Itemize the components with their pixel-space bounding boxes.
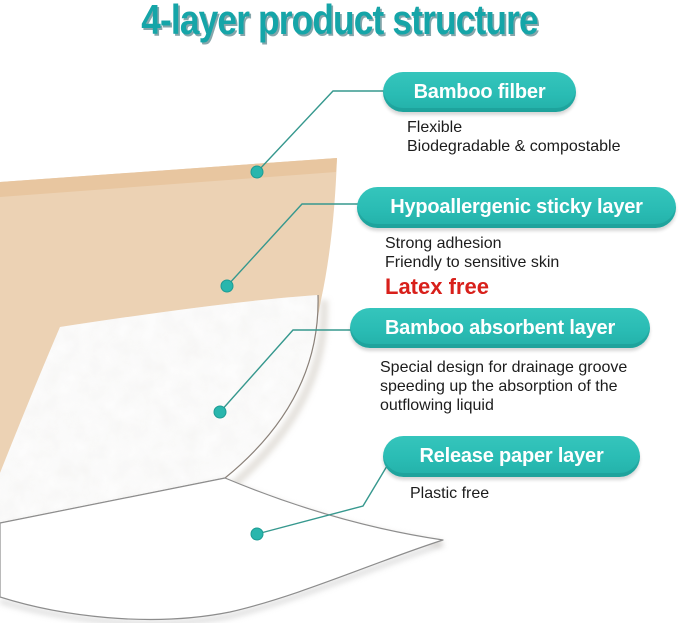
- description-line: outflowing liquid: [380, 397, 494, 414]
- absorbent-layer-right-edge: [224, 294, 319, 479]
- leader-line-sticky-layer: [226, 203, 360, 287]
- page-title: 4-layer product structure: [141, 0, 538, 43]
- release-paper-shape: [0, 477, 444, 621]
- description-line: Special design for drainage groove: [380, 359, 628, 376]
- leader-line-bamboo-fiber: [256, 90, 386, 173]
- latex-free-highlight: Latex free: [385, 274, 489, 299]
- callout-sticky-layer: Hypoallergenic sticky layer Strong adhes…: [357, 187, 676, 300]
- description-line: Friendly to sensitive skin: [385, 254, 560, 271]
- bamboo-fiber-label-pill: Bamboo filber: [383, 72, 576, 112]
- release-paper-label-pill: Release paper layer: [383, 436, 640, 477]
- sticky-layer-description: Strong adhesion Friendly to sensitive sk…: [385, 234, 676, 300]
- bamboo-fiber-description: Flexible Biodegradable & compostable: [407, 118, 620, 156]
- callout-release-paper: Release paper layer Plastic free: [383, 436, 640, 503]
- layer-dot-sticky-layer: [220, 279, 234, 293]
- layer-dot-release-paper: [250, 527, 264, 541]
- description-line: Flexible: [407, 119, 463, 136]
- sticky-layer-label-pill: Hypoallergenic sticky layer: [357, 187, 676, 228]
- description-line: Plastic free: [410, 485, 490, 502]
- callout-absorbent-layer: Bamboo absorbent layer Special design fo…: [350, 308, 650, 415]
- leader-line-absorbent-layer: [219, 329, 353, 413]
- leader-line-release-paper: [256, 465, 388, 535]
- absorbent-layer-description: Special design for drainage groove speed…: [380, 358, 650, 415]
- absorbent-layer-label-pill: Bamboo absorbent layer: [350, 308, 650, 348]
- callout-bamboo-fiber: Bamboo filber Flexible Biodegradable & c…: [383, 72, 620, 156]
- description-line: speeding up the absorption of the: [380, 378, 618, 395]
- release-paper-bottom-shadow: [0, 541, 444, 623]
- description-line: Strong adhesion: [385, 235, 502, 252]
- layer-dot-bamboo-fiber: [250, 165, 264, 179]
- absorbent-layer-shadow: [231, 299, 329, 488]
- release-paper-description: Plastic free: [410, 484, 640, 503]
- layer-dot-absorbent-layer: [213, 405, 227, 419]
- description-line: Biodegradable & compostable: [407, 138, 621, 155]
